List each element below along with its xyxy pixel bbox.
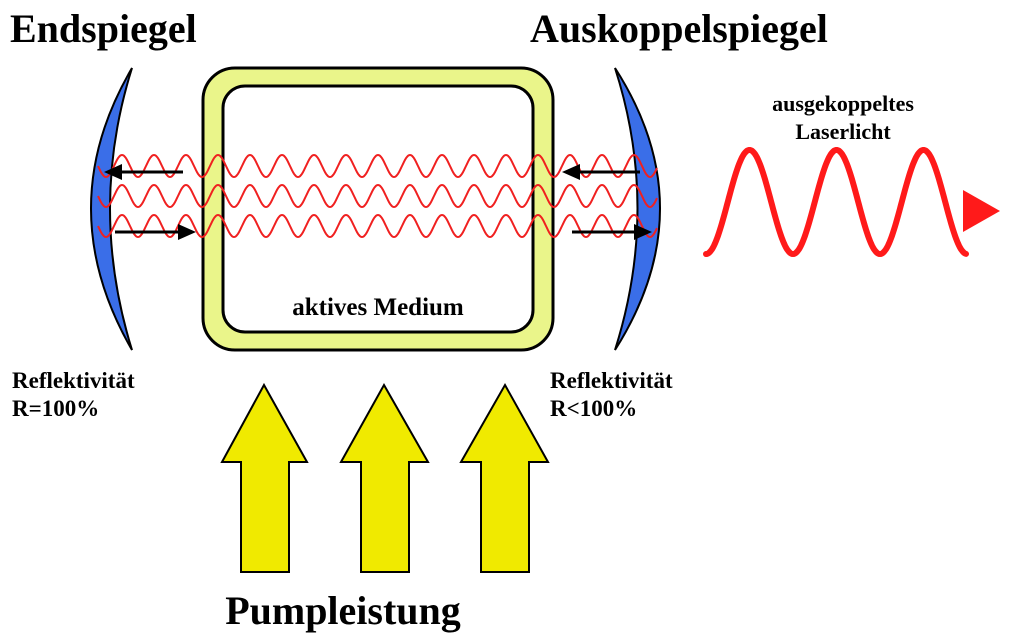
pump-label: Pumpleistung [225, 588, 461, 633]
pump-arrow-icon [459, 382, 550, 573]
arrowhead-icon [178, 224, 196, 240]
output-mirror [614, 67, 661, 351]
pump-arrow-icon [339, 382, 430, 573]
end-reflectivity-value: R=100% [12, 396, 99, 421]
output-arrowhead-icon [963, 190, 1000, 232]
active-medium-interior [221, 84, 535, 334]
output-mirror-title: Auskoppelspiegel [530, 6, 828, 51]
end-mirror [90, 67, 133, 351]
end-mirror-title: Endspiegel [10, 6, 197, 51]
resonator-waves [97, 153, 658, 239]
output-reflectivity-value: R<100% [550, 396, 637, 421]
end-reflectivity-label: Reflektivität [12, 368, 135, 393]
output-laser-wave [703, 147, 969, 258]
arrowhead-icon [104, 164, 122, 180]
active-medium-label: aktives Medium [292, 294, 464, 321]
output-light-label-line1: ausgekoppeltes [772, 91, 914, 116]
standing-wave-2 [97, 183, 658, 209]
output-light-label-line2: Laserlicht [795, 119, 891, 144]
output-reflectivity-label: Reflektivität [550, 368, 673, 393]
arrowhead-icon [634, 224, 652, 240]
arrowhead-icon [562, 164, 580, 180]
standing-wave-3 [97, 213, 658, 239]
direction-arrows [104, 164, 652, 240]
pump-arrows [220, 382, 550, 573]
pump-arrow-icon [220, 382, 309, 573]
standing-wave-1 [97, 153, 658, 179]
